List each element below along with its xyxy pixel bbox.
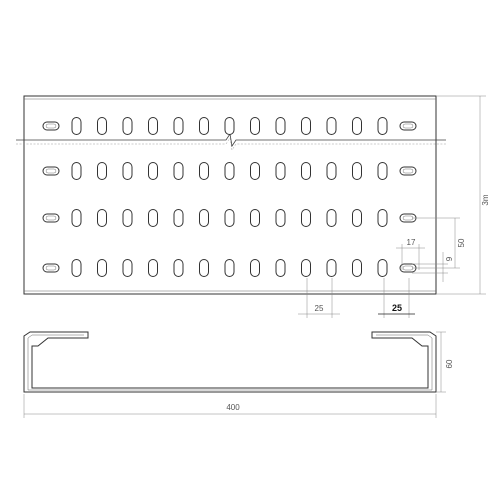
slot — [352, 259, 362, 277]
slot — [250, 259, 260, 277]
dimension-slot-pitch-horizontal-bold-label: 25 — [392, 303, 402, 313]
slot — [199, 209, 209, 227]
dimension-slot-pitch-vertical-label: 50 — [457, 238, 466, 247]
slot — [97, 259, 107, 277]
slot — [301, 117, 311, 135]
slot — [377, 209, 388, 227]
profile-inner-right — [376, 334, 433, 390]
dimension-slot-pitch-horizontal: 25 — [298, 278, 340, 318]
slot — [173, 162, 184, 180]
dimension-slot-width-label: 9 — [445, 256, 454, 261]
slot — [224, 162, 235, 180]
end-slot — [42, 166, 60, 176]
slot — [275, 162, 286, 180]
dimension-height: 60 — [436, 331, 454, 393]
slot — [97, 117, 107, 135]
end-slot-inner — [402, 123, 414, 129]
slot — [71, 259, 82, 277]
slot — [250, 162, 260, 180]
slot — [173, 117, 184, 135]
end-slot — [42, 263, 60, 273]
slot — [122, 209, 133, 227]
dimension-end-slot-length-label: 17 — [407, 238, 416, 247]
slot — [352, 162, 362, 180]
slot — [199, 259, 209, 277]
slot — [352, 209, 362, 227]
slot — [148, 117, 158, 135]
slot — [301, 209, 311, 227]
end-slot — [399, 166, 417, 176]
dimension-end-slot-length: 17 — [396, 238, 425, 270]
end-slot — [399, 121, 417, 131]
dimension-slot-pitch-horizontal-bold: 25 — [378, 278, 415, 318]
dimension-slot-width: 9 — [412, 252, 454, 282]
slot — [275, 117, 286, 135]
dimension-length: 3m — [436, 95, 490, 295]
slot — [199, 117, 209, 135]
end-slot-inner — [45, 123, 57, 129]
slot — [301, 259, 311, 277]
slot — [275, 259, 286, 277]
slot — [352, 117, 362, 135]
end-slot-inner — [45, 215, 57, 221]
end-slot-inner — [402, 168, 414, 174]
dimension-length-label: 3m — [481, 194, 490, 205]
slot — [122, 117, 133, 135]
slot — [326, 117, 337, 135]
slot — [97, 162, 107, 180]
slot — [148, 209, 158, 227]
slot — [326, 259, 337, 277]
dimension-slot-pitch-horizontal-label: 25 — [315, 304, 324, 313]
break-line-shadow — [16, 137, 446, 151]
slot — [224, 259, 235, 277]
slot — [326, 209, 337, 227]
dimension-height-label: 60 — [445, 359, 454, 368]
slot — [71, 209, 82, 227]
profile-inner — [27, 334, 84, 390]
slot-grid — [42, 117, 417, 277]
dimension-slot-pitch-vertical: 50 — [412, 217, 466, 269]
slot — [377, 162, 388, 180]
dimension-width-label: 400 — [226, 403, 240, 412]
slot — [173, 259, 184, 277]
slot — [275, 209, 286, 227]
dimension-width: 400 — [23, 394, 437, 418]
slot — [173, 209, 184, 227]
end-slot-inner — [45, 265, 57, 271]
end-slot — [42, 213, 60, 223]
end-slot — [42, 121, 60, 131]
slot — [250, 209, 260, 227]
slot — [301, 162, 311, 180]
profile-outer — [23, 331, 437, 393]
slot — [224, 209, 235, 227]
slot — [250, 117, 260, 135]
slot — [71, 162, 82, 180]
slot — [377, 117, 388, 135]
end-slot-inner — [45, 168, 57, 174]
slot — [97, 209, 107, 227]
cross-section-view — [23, 331, 437, 393]
top-view — [16, 95, 446, 295]
slot — [122, 162, 133, 180]
slot — [122, 259, 133, 277]
slot — [377, 259, 388, 277]
slot — [71, 117, 82, 135]
slot — [148, 259, 158, 277]
slot — [199, 162, 209, 180]
slot — [224, 117, 235, 135]
break-line — [16, 132, 446, 148]
slot — [326, 162, 337, 180]
slot — [148, 162, 158, 180]
